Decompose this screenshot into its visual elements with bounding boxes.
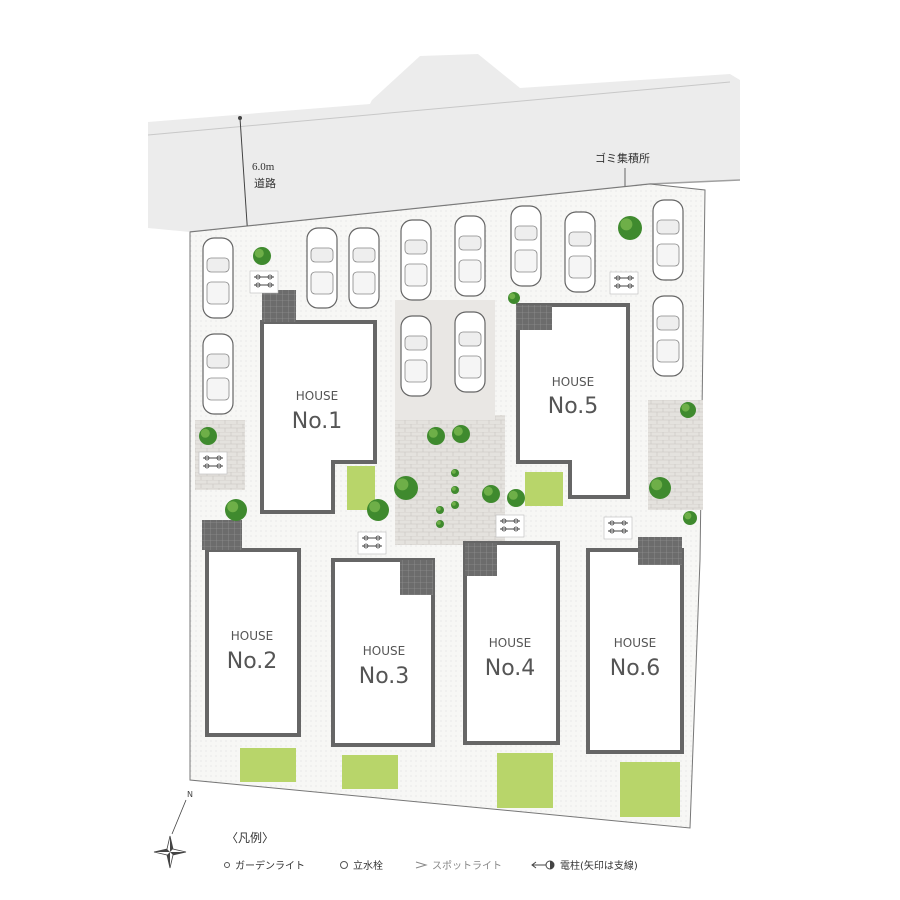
legend-label-water-faucet: 立水栓 [353, 859, 383, 872]
house-label-top: HOUSE [489, 636, 531, 650]
car-icon [454, 215, 486, 297]
lawn [620, 762, 680, 817]
lawn [525, 472, 563, 506]
entrance-tile [400, 560, 433, 595]
tree-icon [394, 476, 418, 500]
spotlight-icon [415, 861, 428, 869]
legend-label-garden-light: ガーデンライト [235, 859, 305, 872]
car-icon [510, 205, 542, 287]
tree-icon [199, 427, 217, 445]
road-width-label: 6.0m [252, 161, 275, 173]
tree-icon [367, 499, 389, 521]
house-label-bottom: No.6 [610, 656, 661, 681]
car-icon [652, 295, 684, 377]
garden-light-icon [224, 862, 230, 868]
water-faucet-icon [340, 861, 348, 869]
legend: 〈凡例〉 ガーデンライト 立水栓 スポットライト 電柱(矢印は支線) [224, 831, 638, 872]
house-label-bottom: No.4 [485, 656, 536, 681]
compass-icon: N [153, 790, 193, 869]
legend-label-utility-pole: 電柱(矢印は支線) [560, 859, 638, 872]
house-label-top: HOUSE [552, 375, 594, 389]
house-2: HOUSE No.2 [202, 520, 301, 782]
bicycle-icon [495, 514, 525, 538]
legend-title: 〈凡例〉 [226, 831, 274, 845]
tree-icon [436, 506, 444, 514]
house-3: HOUSE No.3 [331, 558, 435, 789]
tree-icon [225, 499, 247, 521]
house-label-top: HOUSE [363, 644, 405, 658]
tree-icon [683, 511, 697, 525]
entrance-tile [202, 520, 242, 550]
lawn [240, 748, 296, 782]
house-label-bottom: No.5 [548, 394, 599, 419]
tree-icon [618, 216, 642, 240]
house-label-bottom: No.3 [359, 664, 410, 689]
bicycle-icon [357, 531, 387, 555]
road-name-label: 道路 [254, 176, 276, 190]
house-6: HOUSE No.6 [586, 537, 684, 817]
tree-icon [253, 247, 271, 265]
tree-icon [680, 402, 696, 418]
car-icon [564, 211, 596, 293]
house-5: HOUSE No.5 [516, 303, 630, 506]
legend-label-spotlight: スポットライト [432, 860, 502, 872]
house-1: HOUSE No.1 [260, 290, 377, 514]
tree-icon [452, 425, 470, 443]
north-label: N [187, 790, 193, 799]
utility-pole-wire [239, 117, 249, 239]
lawn [342, 755, 398, 789]
car-icon [454, 311, 486, 393]
tree-icon [451, 469, 459, 477]
house-label-bottom: No.2 [227, 649, 278, 674]
entrance-tile [638, 537, 682, 565]
tree-icon [508, 292, 520, 304]
house-label-top: HOUSE [614, 636, 656, 650]
car-icon [202, 237, 234, 319]
car-icon [348, 227, 380, 309]
house-label-top: HOUSE [231, 629, 273, 643]
car-icon [202, 333, 234, 415]
garbage-area-label: ゴミ集積所 [595, 151, 650, 165]
tree-icon [436, 520, 444, 528]
utility-pole-icon [238, 116, 242, 120]
bicycle-icon [609, 271, 639, 295]
house-label-top: HOUSE [296, 389, 338, 403]
entrance-tile [516, 305, 552, 330]
car-icon [306, 227, 338, 309]
car-icon [400, 219, 432, 301]
parking-cars [202, 199, 684, 415]
entrance-tile [262, 290, 296, 322]
trees [199, 216, 697, 528]
tree-icon [427, 427, 445, 445]
bicycle-parking [198, 270, 639, 555]
car-icon [400, 315, 432, 397]
house-label-bottom: No.1 [292, 409, 343, 434]
bicycle-icon [603, 516, 633, 540]
house-4: HOUSE No.4 [463, 541, 560, 808]
tree-icon [507, 489, 525, 507]
bicycle-icon [198, 451, 228, 475]
tree-icon [451, 486, 459, 494]
lawn [497, 753, 553, 808]
tree-icon [451, 501, 459, 509]
tree-icon [482, 485, 500, 503]
car-icon [652, 199, 684, 281]
entrance-tile [465, 543, 497, 576]
utility-pole-legend-icon [531, 860, 555, 870]
bicycle-icon [249, 270, 279, 294]
tree-icon [649, 477, 671, 499]
